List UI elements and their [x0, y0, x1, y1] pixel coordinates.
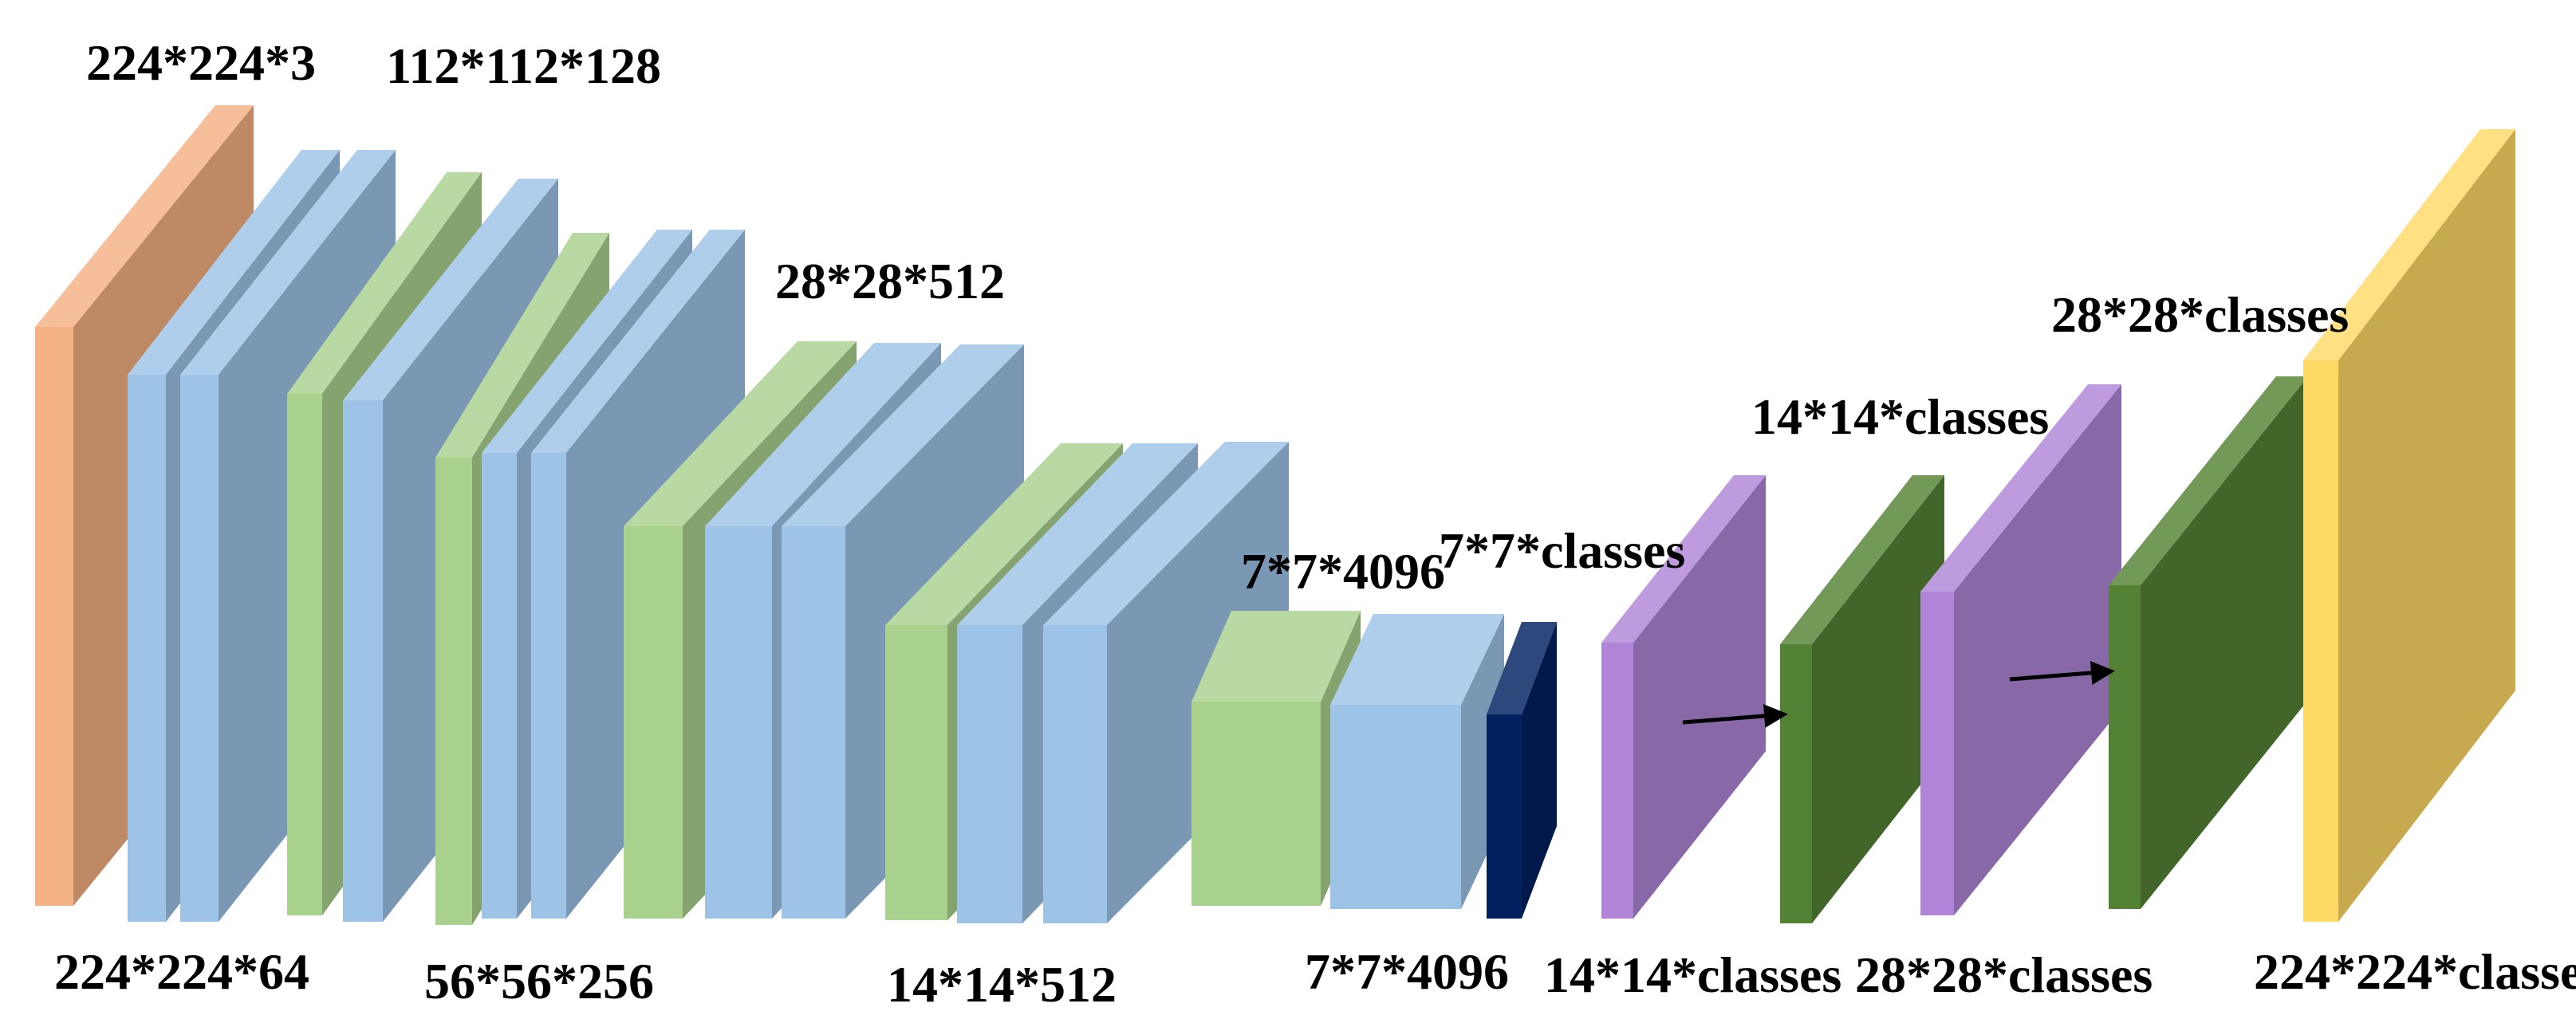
block-front-face: [343, 400, 383, 922]
label-56x56x256: 56*56*256: [424, 953, 654, 1009]
block-front-face: [1043, 625, 1107, 923]
block-top-face: [957, 443, 1198, 625]
block-front-face: [35, 327, 73, 906]
label-224x224x64: 224*224*64: [54, 943, 309, 1000]
label-14x14-classes-top: 14*14*classes: [1751, 388, 2049, 445]
score-block: [1487, 622, 1557, 919]
block-top-face: [435, 233, 609, 458]
block-top-face: [128, 150, 340, 375]
block-front-face: [782, 526, 845, 919]
block-top-face: [1043, 442, 1289, 625]
block-side-face: [2141, 376, 2308, 909]
label-14x14-classes-bottom: 14*14*classes: [1544, 946, 1841, 1003]
block-front-face: [957, 625, 1022, 923]
block-top-face: [885, 443, 1123, 625]
label-28x28-classes-bottom: 28*28*classes: [1855, 946, 2153, 1003]
label-224x224-classes: 224*224*classes: [2254, 943, 2576, 1000]
block-top-face: [287, 172, 482, 394]
block-side-face: [1633, 475, 1766, 919]
block-front-face: [705, 526, 772, 919]
label-112x112x128: 112*112*128: [386, 37, 661, 94]
block-front-face: [2109, 585, 2141, 909]
label-input-224x224x3: 224*224*3: [86, 34, 316, 91]
block-front-face: [287, 394, 322, 915]
block-front-face: [1330, 705, 1461, 909]
block-front-face: [435, 458, 472, 925]
block-top-face: [531, 230, 745, 453]
block-top-face: [2109, 376, 2308, 585]
block-top-face: [1330, 614, 1504, 705]
block-side-face: [1954, 384, 2121, 915]
fuse-pool4-block: [1780, 475, 1944, 923]
block-front-face: [1487, 714, 1522, 919]
arrow-fuse-28: [2009, 660, 2115, 685]
block-top-face: [1920, 384, 2121, 592]
block-front-face: [624, 526, 683, 919]
block-top-face: [1601, 475, 1766, 643]
block-top-face: [482, 230, 692, 453]
label-7x7-classes: 7*7*classes: [1439, 522, 1685, 579]
label-14x14x512: 14*14*512: [887, 956, 1117, 1013]
upsample-2x-2-block: [1920, 384, 2121, 915]
block-side-face: [1522, 622, 1557, 919]
conv5-2-block: [1043, 442, 1289, 923]
fc7-block: [1330, 614, 1504, 909]
block-front-face: [885, 625, 947, 920]
block-front-face: [1191, 702, 1321, 906]
block-top-face: [1191, 611, 1361, 702]
block-top-face: [343, 179, 558, 400]
label-28x28x512-top: 28*28*512: [775, 253, 1005, 309]
output-layer-block: [2303, 129, 2515, 922]
block-top-face: [705, 343, 941, 526]
upsample-2x-1-block: [1601, 475, 1766, 919]
block-front-face: [531, 453, 566, 919]
block-top-face: [2303, 129, 2515, 360]
block-top-face: [35, 105, 254, 327]
arrow-fuse-14: [1682, 703, 1788, 728]
block-top-face: [624, 341, 857, 526]
block-top-face: [180, 150, 396, 375]
label-7x7x4096-bottom: 7*7*4096: [1305, 943, 1509, 1000]
block-top-face: [1780, 475, 1944, 644]
label-28x28-classes-top: 28*28*classes: [2051, 286, 2349, 343]
block-top-face: [782, 344, 1024, 526]
label-7x7x4096-top: 7*7*4096: [1241, 543, 1445, 600]
block-front-face: [1920, 592, 1954, 915]
block-front-face: [1601, 643, 1633, 919]
block-side-face: [2338, 129, 2515, 922]
block-front-face: [180, 375, 219, 922]
block-front-face: [128, 375, 166, 922]
block-side-face: [1107, 442, 1289, 923]
block-side-face: [1812, 475, 1944, 923]
fuse-pool3-block: [2109, 376, 2308, 909]
layer-blocks: [35, 105, 2515, 925]
block-top-face: [1487, 622, 1557, 714]
block-front-face: [482, 453, 517, 919]
block-front-face: [1780, 644, 1812, 923]
block-front-face: [2303, 360, 2338, 922]
